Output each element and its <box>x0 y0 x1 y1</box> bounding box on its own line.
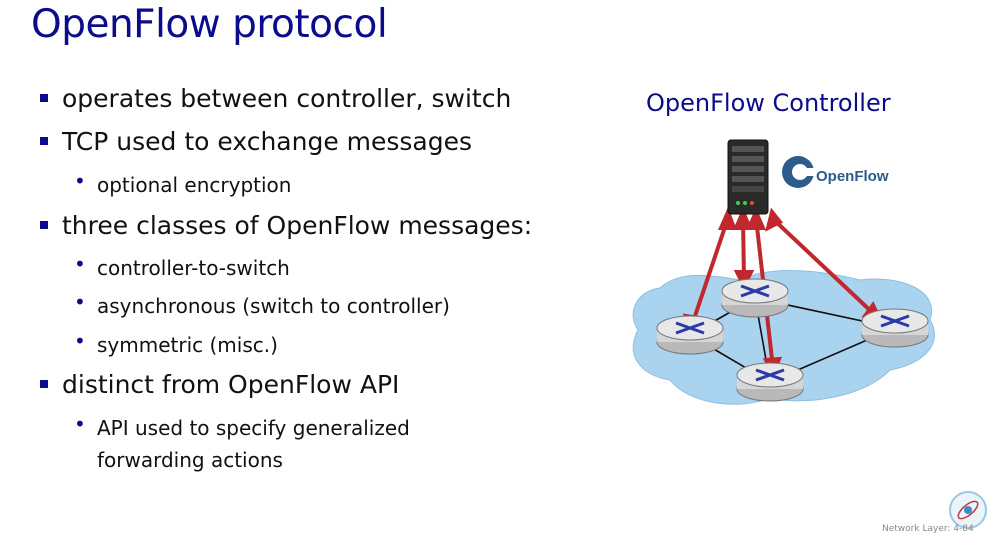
square-bullet-icon <box>40 94 48 102</box>
openflow-logo-text: OpenFlow <box>816 168 889 185</box>
dot-bullet-icon: • <box>74 169 86 193</box>
bullet-text: three classes of OpenFlow messages: <box>62 211 533 240</box>
sub-bullet-text: forwarding actions <box>97 448 283 472</box>
sub-bullet-text: asynchronous (switch to controller) <box>97 294 450 318</box>
router-icon <box>656 315 724 355</box>
bullet-text: distinct from OpenFlow API <box>62 370 400 399</box>
router-icon <box>736 362 804 402</box>
sub-bullet-text: controller-to-switch <box>97 256 290 280</box>
slide-title: OpenFlow protocol <box>31 2 388 47</box>
sub-bullet-text: symmetric (misc.) <box>97 333 278 357</box>
openflow-network-diagram: OpenFlow <box>632 139 935 405</box>
square-bullet-icon <box>40 380 48 388</box>
watermark-logo-icon <box>949 491 987 529</box>
openflow-logo-icon: OpenFlow <box>782 156 889 188</box>
sub-bullet-text: optional encryption <box>97 173 292 197</box>
network-cloud <box>632 270 935 405</box>
square-bullet-icon <box>40 137 48 145</box>
dot-bullet-icon: • <box>74 290 86 314</box>
sub-bullet-text: API used to specify generalized <box>97 416 410 440</box>
footer-label: Network Layer: 4-84 <box>882 524 974 534</box>
control-arrows <box>682 206 884 379</box>
controller-label: OpenFlow Controller <box>646 89 891 117</box>
router-icon <box>861 308 929 348</box>
bullet-text: operates between controller, switch <box>62 84 512 113</box>
dot-bullet-icon: • <box>74 412 86 436</box>
square-bullet-icon <box>40 221 48 229</box>
bullet-text: TCP used to exchange messages <box>62 127 473 156</box>
controller-server-icon <box>727 139 769 215</box>
router-icon <box>721 278 789 318</box>
dot-bullet-icon: • <box>74 329 86 353</box>
dot-bullet-icon: • <box>74 252 86 276</box>
